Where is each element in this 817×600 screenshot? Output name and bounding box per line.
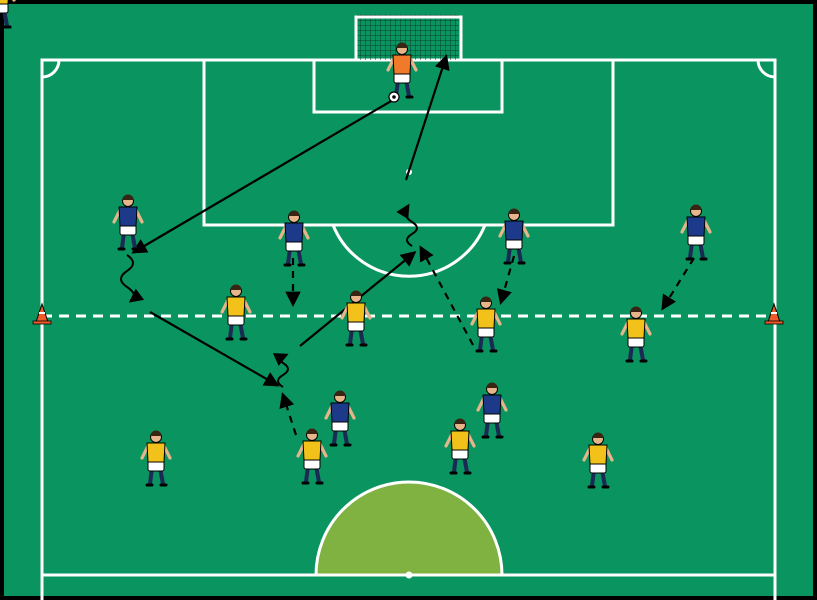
player-icon: [112, 194, 144, 251]
ball-icon: [388, 91, 400, 103]
player-icon: [444, 418, 476, 475]
player-icon: [476, 382, 508, 439]
run-arrow: [419, 245, 474, 346]
penalty-arc: [331, 224, 487, 278]
center-circle: [314, 480, 504, 577]
dribble-path: [120, 254, 145, 303]
cone-icon: [32, 302, 52, 325]
pass-arrow: [131, 96, 399, 254]
player-icon: [324, 390, 356, 447]
player-icon: [278, 210, 310, 267]
shot-arrow: [404, 54, 450, 181]
player-icon: [296, 428, 328, 485]
player-icon: [0, 0, 16, 29]
player-icon: [582, 432, 614, 489]
dribble-path: [396, 203, 418, 247]
goal-net: [357, 14, 459, 60]
dribble-path: [272, 353, 289, 388]
pitch-markings: [40, 58, 777, 600]
player-icon: [620, 306, 652, 363]
player-icon: [680, 204, 712, 261]
goal-frame: [354, 15, 463, 60]
goal: [354, 14, 463, 60]
player-icon: [340, 290, 372, 347]
player-icon: [498, 208, 530, 265]
pass-arrow: [149, 311, 280, 387]
player-icon: [470, 296, 502, 353]
player-icon: [220, 284, 252, 341]
run-arrow: [661, 257, 695, 311]
center-spot: [405, 571, 413, 579]
run-arrow: [496, 255, 516, 305]
corner-arc-left: [41, 59, 61, 79]
cone-icon: [764, 302, 784, 325]
player-icon: [140, 430, 172, 487]
corner-arc-right: [756, 59, 776, 79]
